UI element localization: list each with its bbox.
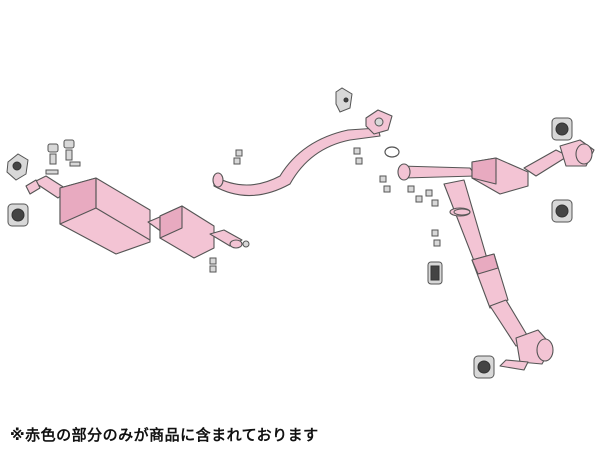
- left-hanger-top: [6, 153, 29, 181]
- rear-muffler-assembly: [25, 175, 250, 259]
- lower-rubber-mount: [427, 261, 443, 285]
- oxygen-sensor: [335, 87, 353, 113]
- center-pipe-bolts: [233, 149, 243, 165]
- spring-bolt-kit: [45, 139, 81, 175]
- y-pipe-upper-branch: [397, 139, 595, 195]
- rear-muffler-bolts: [209, 257, 217, 273]
- top-flange: [365, 109, 393, 135]
- y-pipe-lower-branch: [443, 179, 554, 371]
- center-pipe: [212, 127, 381, 197]
- product-note: ※赤色の部分のみが商品に含まれております: [10, 426, 319, 444]
- right-top-hanger: [551, 117, 573, 141]
- left-rubber-mount: [7, 203, 29, 227]
- right-middle-hanger: [551, 199, 573, 223]
- gasket: [384, 146, 400, 158]
- right-bottom-hanger: [473, 355, 495, 379]
- bracket-bolt-set: [407, 185, 439, 207]
- center-flange-bolts: [353, 147, 391, 193]
- lower-branch-bolts: [431, 208, 471, 247]
- exhaust-parts-diagram: [6, 87, 595, 379]
